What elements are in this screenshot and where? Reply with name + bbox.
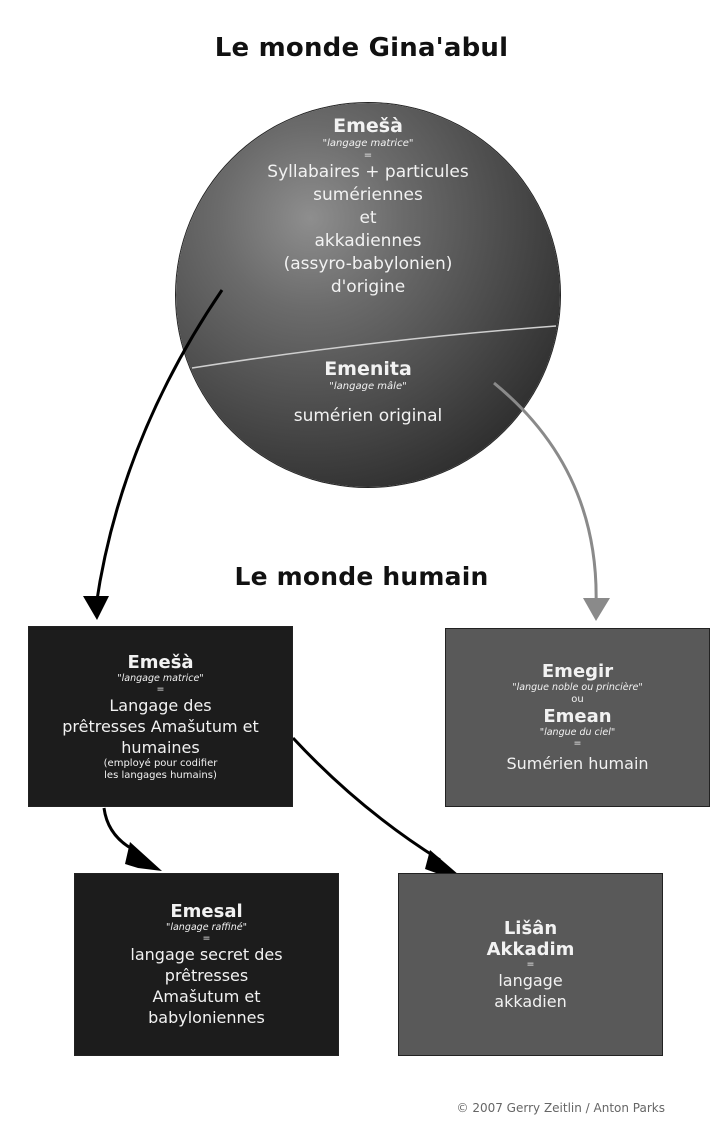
emegir-line: Sumérien humain [506,754,649,773]
arrow-head-emesal [125,842,162,871]
emegir-subtitle: "langue noble ou princière" [512,682,643,693]
emean-name: Emean [543,706,612,727]
emesa-sphere-equals: = [363,150,373,161]
emesa-box-subtitle: "langage matrice" [117,672,204,684]
world-title-human: Le monde humain [234,562,489,591]
sphere-line-6: d'origine [330,277,406,297]
lisan-line-1: langage [498,970,563,990]
emesal-subtitle: "langage raffiné" [165,922,248,933]
lisan-name-2: Akkadim [486,938,575,960]
emean-subtitle: "langue du ciel" [539,727,616,738]
arrow-head-lisan [425,850,459,875]
emesa-box-name: Emešà [127,651,194,673]
sphere-lower-text: Emenita "langage mâle" sumérien original [176,358,560,428]
emesal-line-4: babyloniennes [148,1008,265,1027]
copyright-credit: © 2007 Gerry Zeitlin / Anton Parks [456,1101,665,1115]
sphere-line-3: et [359,208,377,228]
arrow-head-emegir [583,598,610,621]
lisan-box: Lišân Akkadim = langage akkadien [398,873,663,1056]
arrow-head-emesa [83,596,109,620]
emesa-box-line-1: Langage des [109,695,212,715]
emegir-or: ou [571,694,584,705]
emesal-equals: = [202,933,211,944]
sphere-line-5: (assyro-babylonien) [283,254,453,274]
sphere-line-2: sumériennes [313,185,423,205]
emesa-box-line-2: prêtresses Amašutum et [62,716,259,736]
emesal-line-3: Amašutum et [152,987,261,1006]
emesal-box: Emesal "langage raffiné" = langage secre… [74,873,339,1056]
lisan-name-1: Lišân [503,917,558,939]
emesa-sphere-subtitle: "langage matrice" [322,138,414,149]
arrow-sphere-to-emesa [94,289,224,607]
lisan-line-2: akkadien [494,991,567,1011]
emegir-box: Emegir "langue noble ou princière" ou Em… [445,628,710,807]
emesa-box: Emešà "langage matrice" = Langage des pr… [28,626,293,807]
emesa-box-equals: = [156,683,165,695]
emesa-sphere-name: Emešà [333,115,403,137]
emesa-box-note-2: les langages humains) [104,769,217,781]
emenita-subtitle: "langage mâle" [329,381,407,392]
emenita-line: sumérien original [293,406,443,426]
emesal-name: Emesal [170,901,243,922]
emenita-name: Emenita [324,358,412,380]
arrow-emenita-to-emegir [493,381,598,607]
lisan-equals: = [526,958,535,970]
arrow-emesa-to-lisan [291,736,441,862]
sphere-line-4: akkadiennes [314,231,422,251]
emesa-box-line-3: humaines [121,737,200,757]
emegir-equals: = [573,738,582,749]
ginaabul-sphere [176,103,560,487]
sphere-line-1: Syllabaires + particules [267,162,469,182]
world-title-ginaabul: Le monde Gina'abul [214,33,509,63]
sphere-divider [191,325,557,369]
emesal-line-2: prêtresses [164,966,249,985]
emegir-name: Emegir [541,661,614,682]
emesal-line-1: langage secret des [130,945,283,964]
sphere-upper-text: Emešà "langage matrice" = Syllabaires + … [176,115,560,299]
emesa-box-note-1: (employé pour codifier [103,757,218,769]
